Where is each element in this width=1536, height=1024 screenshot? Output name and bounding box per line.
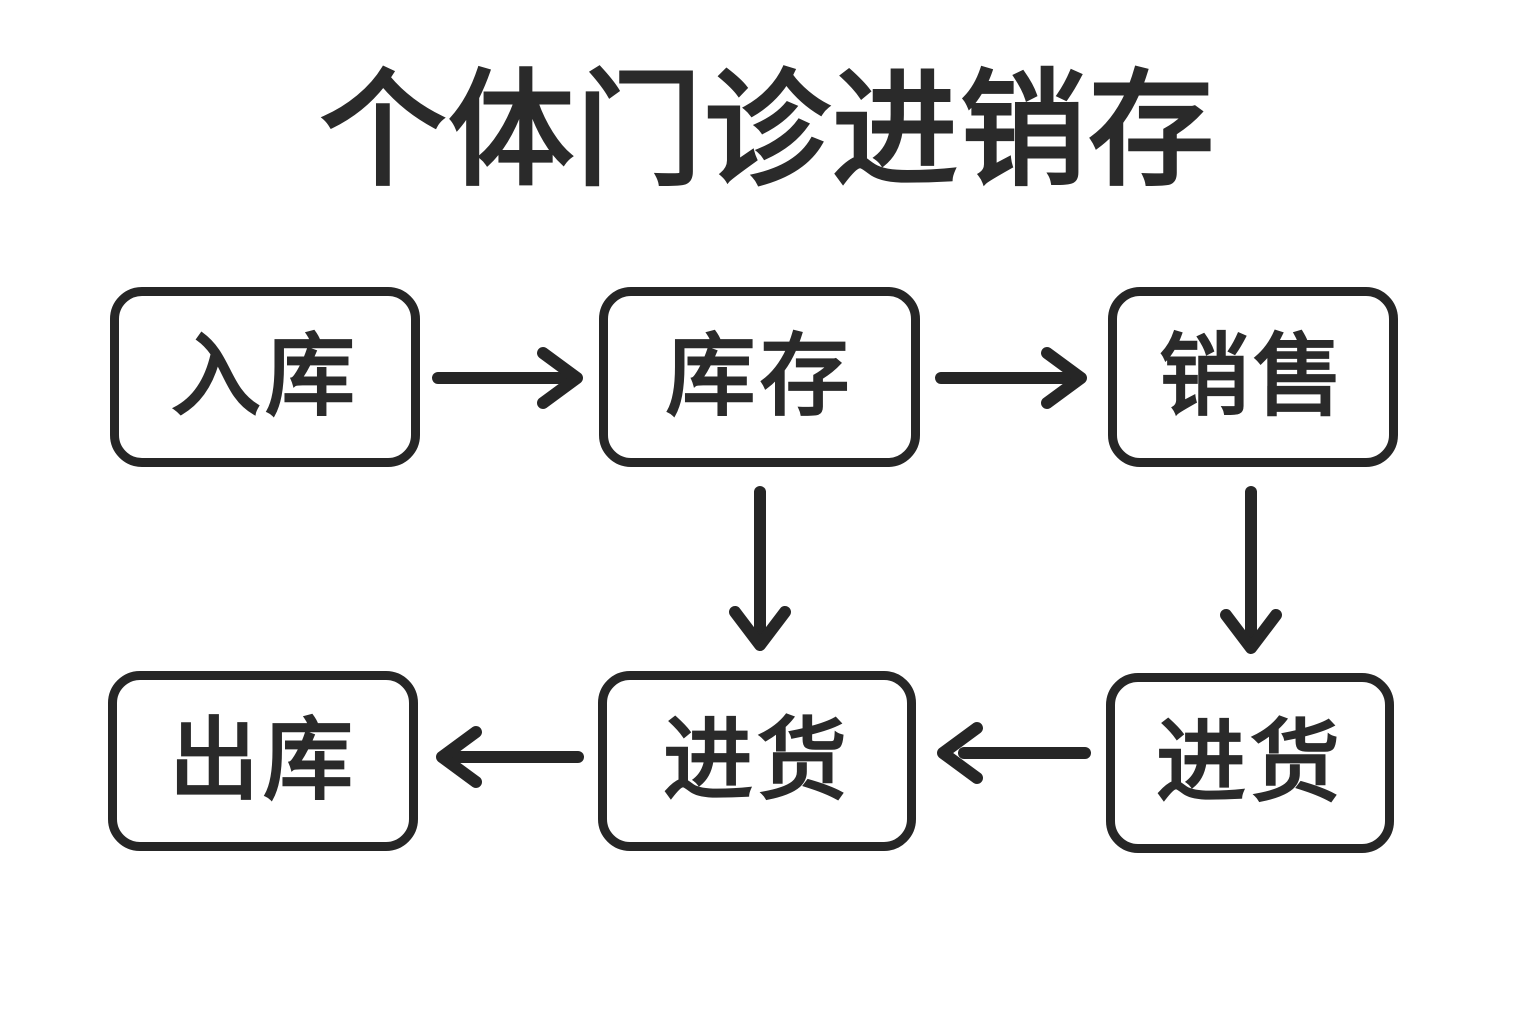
flow-node-inbound-label: 入库 [171,327,359,427]
arrow-inventory-to-purchase-middle-icon [729,486,791,651]
flow-node-purchase-right-label: 进货 [1156,713,1344,813]
flow-node-purchase-middle-label: 进货 [663,711,851,811]
flow-node-inventory-label: 库存 [665,327,854,427]
arrow-purchase-middle-to-outbound-icon [436,726,584,788]
flow-node-outbound-label: 出库 [169,711,357,811]
arrow-purchase-right-to-purchase-middle-icon [937,722,1091,784]
flow-node-outbound: 出库 [108,671,418,851]
flow-node-purchase-middle: 进货 [598,671,916,851]
flow-node-inbound: 入库 [110,287,420,467]
flow-node-inventory: 库存 [599,287,920,467]
flow-node-sales: 销售 [1108,287,1398,467]
diagram-title: 个体门诊进销存 [320,60,1216,201]
arrow-inbound-to-inventory-icon [432,347,583,409]
flow-node-purchase-right: 进货 [1106,673,1394,853]
flow-node-sales-label: 销售 [1159,327,1347,427]
arrow-sales-to-purchase-right-icon [1220,486,1282,654]
arrow-inventory-to-sales-icon [935,347,1087,409]
